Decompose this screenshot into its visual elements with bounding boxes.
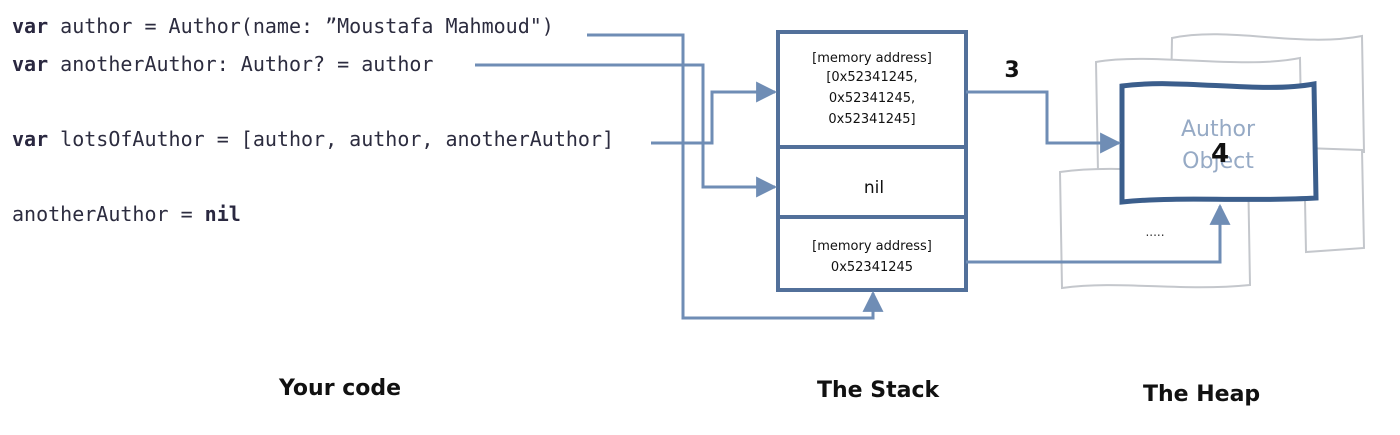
keyword-var: var [12, 14, 49, 38]
code-line-4: anotherAuthor = nil [12, 202, 241, 226]
stack-cell3-line1: [memory address] [812, 239, 932, 254]
stack-cell1-line1: [memory address] [812, 51, 932, 66]
keyword-nil: nil [204, 202, 241, 226]
stack-cell-address [776, 215, 968, 292]
heap-ellipsis: ..... [1145, 225, 1164, 239]
stack-cell3-line2: 0x52341245 [831, 260, 913, 275]
heap-ghost-page-right [1302, 146, 1366, 254]
stack-cell-nil-label: nil [864, 178, 884, 198]
code-text: lotsOfAuthor = [author, author, anotherA… [48, 127, 615, 151]
arrow-address-cell-to-object [966, 203, 1231, 264]
code-text: anotherAuthor: Author? = author [48, 52, 434, 76]
code-text: anotherAuthor = [12, 202, 205, 226]
arrow-anotherauthor-to-nil [475, 63, 778, 198]
stack-cell-array [776, 30, 968, 149]
arrow-array-to-stack [651, 81, 778, 145]
stack-cell1-line2: [0x52341245, [826, 70, 917, 85]
arrow-array-cell-to-object [966, 90, 1122, 154]
caption-the-stack: The Stack [817, 378, 940, 403]
caption-your-code: Your code [279, 376, 402, 401]
reference-count-object: 4 [1211, 139, 1229, 169]
heap-object-label-1: Author [1181, 117, 1256, 142]
code-text: author = Author(name: ”Moustafa Mahmoud"… [48, 14, 554, 38]
keyword-var: var [12, 52, 49, 76]
code-line-2: var anotherAuthor: Author? = author [12, 52, 433, 76]
caption-the-heap: The Heap [1143, 382, 1261, 407]
stack-cell1-line3: 0x52341245, [829, 91, 915, 106]
heap-object-label-2: Object [1182, 149, 1254, 174]
code-line-3: var lotsOfAuthor = [author, author, anot… [12, 127, 614, 151]
arrow-author-to-address [587, 33, 884, 320]
heap-author-object [1119, 81, 1319, 205]
stack-cell1-line4: 0x52341245] [828, 112, 915, 127]
reference-count-top: 3 [1004, 58, 1019, 83]
code-line-1: var author = Author(name: ”Moustafa Mahm… [12, 14, 554, 38]
stack-cell-nil [776, 145, 968, 219]
keyword-var: var [12, 127, 49, 151]
